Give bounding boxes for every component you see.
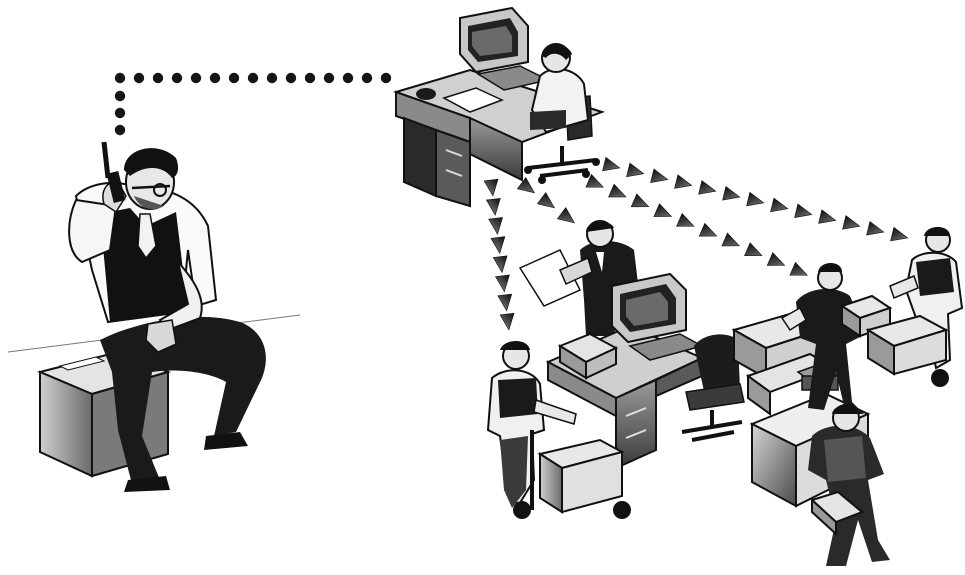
hand-truck-icon: [513, 430, 631, 519]
link-arrow: [536, 192, 555, 209]
link-dot: [114, 72, 126, 84]
link-arrow: [698, 180, 717, 195]
link-arrow: [556, 207, 575, 224]
link-arrow: [492, 255, 508, 274]
warehouse-worker-icon: [808, 404, 890, 566]
link-dot: [361, 72, 373, 84]
link-arrow: [674, 174, 693, 189]
link-arrow: [866, 220, 885, 236]
hand-truck-icon: [865, 314, 949, 387]
link-arrow: [608, 183, 627, 198]
link-dot: [247, 72, 259, 84]
link-arrow: [676, 212, 695, 227]
link-dot: [133, 72, 145, 84]
link-dot: [285, 72, 297, 84]
link-arrow: [650, 168, 669, 183]
link-arrow: [721, 232, 741, 247]
link-dot: [266, 72, 278, 84]
link-dot: [114, 124, 126, 136]
link-arrow: [722, 185, 741, 201]
link-arrow: [497, 293, 513, 312]
cell-phone-icon: [101, 141, 126, 204]
link-arrow: [653, 203, 673, 217]
link-dot: [304, 72, 316, 84]
link-arrow: [818, 209, 837, 224]
link-dot: [190, 72, 202, 84]
link-arrow: [746, 191, 765, 207]
computer-terminal-icon: [459, 6, 551, 91]
link-arrow: [483, 178, 499, 197]
dispatcher-desk-icon: [392, 6, 606, 208]
link-arrow: [766, 252, 786, 266]
link-dot: [380, 72, 392, 84]
dotted-phone-link-icon: [114, 72, 392, 136]
link-dot: [342, 72, 354, 84]
link-arrow: [490, 236, 506, 255]
link-arrow: [485, 198, 501, 216]
link-arrow: [626, 162, 645, 178]
link-arrow: [789, 261, 809, 276]
link-arrow: [516, 177, 535, 194]
link-dot: [114, 90, 126, 102]
link-arrow: [698, 222, 718, 237]
triangle-data-link-icon: [483, 156, 909, 331]
link-arrow: [744, 242, 763, 257]
link-arrow: [585, 173, 605, 188]
computer-terminal-icon: [545, 272, 705, 470]
link-dot: [209, 72, 221, 84]
link-arrow: [488, 217, 503, 235]
link-dot: [228, 72, 240, 84]
link-arrow: [495, 274, 510, 293]
link-arrow: [770, 197, 789, 213]
link-arrow: [794, 203, 813, 218]
link-dot: [152, 72, 164, 84]
mobile-worker-icon: [36, 141, 266, 492]
link-dot: [323, 72, 335, 84]
office-chair: [681, 334, 745, 442]
warehouse-worker-icon: [889, 227, 964, 370]
link-arrow: [499, 312, 515, 331]
warehouse-worker-icon: [780, 263, 893, 414]
manager-icon: [518, 220, 640, 336]
link-arrow: [890, 226, 909, 242]
link-arrow: [842, 215, 861, 230]
link-arrow: [602, 156, 621, 172]
link-dot: [114, 107, 126, 119]
link-arrow: [630, 193, 650, 208]
link-dot: [171, 72, 183, 84]
